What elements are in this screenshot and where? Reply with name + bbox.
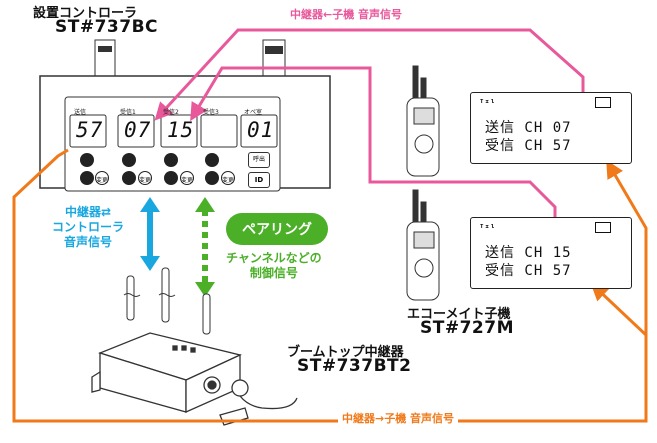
signal-strength-icon: ᵀᶦˡ [479,99,496,109]
rx3-change-button[interactable] [221,171,235,185]
controller-model: ST#737BC [55,17,159,37]
rx3-up-button[interactable] [205,153,219,167]
control-signal-line2: 制御信号 [249,266,298,280]
id-button[interactable]: ID [248,172,270,188]
top-signal-label: 中継器←子機 音声信号 [290,8,403,21]
controller-connectors [94,39,286,81]
handset-2-recv-line: 受信 CH 57 [485,263,572,279]
handset-2-send-line: 送信 CH 15 [485,245,572,261]
rx2-change-label: 変更 [181,177,194,184]
handset-2-lcd: ᵀᶦˡ 送信 CH 15 受信 CH 57 [470,217,632,289]
control-signal-label: チャンネルなどの 制御信号 [226,251,322,281]
handset-model: ST#727M [420,318,514,338]
handset-name: エコーメイト子機 [407,307,511,322]
rx1-down-button[interactable] [122,171,136,185]
battery-icon [595,222,611,233]
pink-line-handset1 [154,28,585,121]
controller-audio-line1: 中継器⇄ [64,205,112,219]
channel-value-rx1: 07 [124,118,152,142]
controller-audio-line2: コントローラ [52,220,125,234]
rx1-up-button[interactable] [122,153,136,167]
rx2-change-button[interactable] [180,171,194,185]
control-signal-line1: チャンネルなどの [226,251,322,265]
controller-repeater-audio-arrow [140,197,160,271]
send-up-button[interactable] [80,153,94,167]
channel-label-send: 送信 [74,109,87,116]
handset-1-recv-line: 受信 CH 57 [485,138,572,154]
send-change-label: 変更 [96,177,109,184]
channel-value-op: 01 [247,118,275,142]
handset-1-illustration [406,65,440,177]
pink-line-handset2 [190,66,557,227]
bottom-signal-label: 中継器→子機 音声信号 [338,410,459,426]
handset-1-lcd: ᵀᶦˡ 送信 CH 07 受信 CH 57 [470,92,632,164]
control-signal-arrow [195,197,215,297]
controller-audio-line3: 音声信号 [64,235,113,249]
rx3-change-label: 変更 [222,177,235,184]
send-down-button[interactable] [80,171,94,185]
send-change-button[interactable] [95,171,109,185]
rx3-down-button[interactable] [205,171,219,185]
repeater-antennas [123,267,211,335]
call-button[interactable]: 呼出 [248,152,270,168]
repeater-model: ST#737BT2 [297,356,412,376]
orange-line-branch [606,159,648,335]
rx2-down-button[interactable] [164,171,178,185]
channel-label-rx3: 受信3 [203,109,219,116]
channel-label-rx1: 受信1 [120,109,136,116]
channel-value-send: 57 [76,118,104,142]
channel-value-rx2: 15 [167,118,195,142]
controller-audio-label: 中継器⇄ コントローラ 音声信号 [52,205,124,250]
repeater-body [91,332,298,426]
signal-strength-icon: ᵀᶦˡ [479,224,496,234]
handset-2-illustration [406,189,440,301]
channel-label-rx2: 受信2 [163,109,179,116]
rx1-change-label: 変更 [139,177,152,184]
rx2-up-button[interactable] [164,153,178,167]
channel-windows [69,114,278,148]
channel-label-op: オペ室 [244,109,263,116]
rx1-change-button[interactable] [138,171,152,185]
pairing-badge: ペアリング [226,213,328,245]
controller-name: 設置コントローラ [33,6,138,21]
handset-1-send-line: 送信 CH 07 [485,120,572,136]
battery-icon [595,97,611,108]
repeater-name: ブームトップ中継器 [287,345,404,360]
